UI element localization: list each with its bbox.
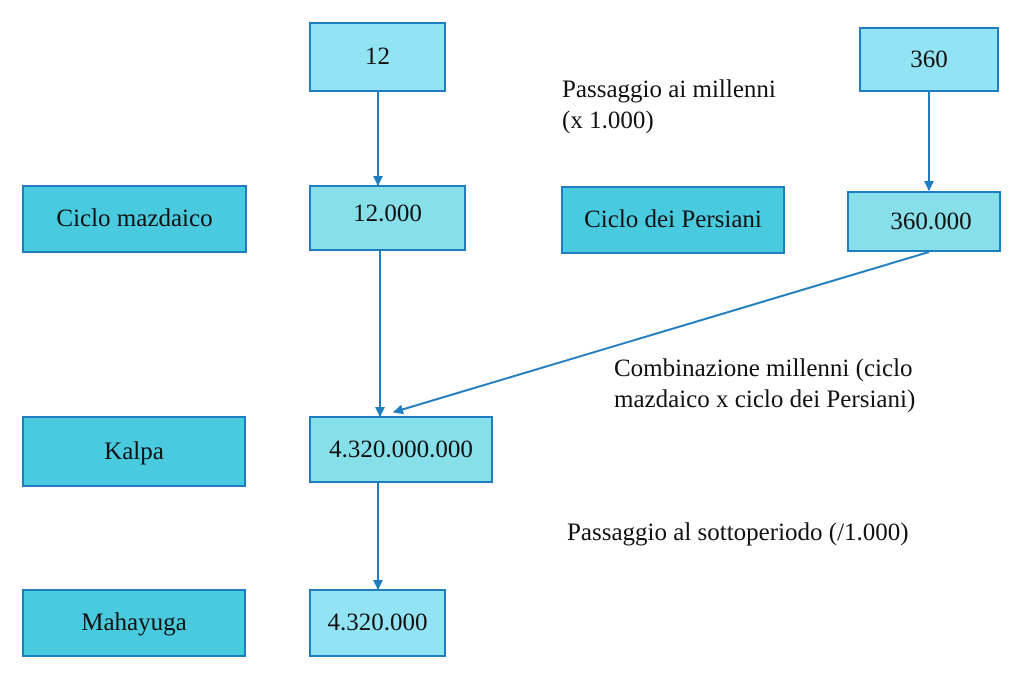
value-box-12: 12 [309,22,446,92]
label-mahayuga-text: Mahayuga [81,609,187,636]
label-ciclo-persiani-text: Ciclo dei Persiani [584,206,762,233]
label-box-kalpa: Kalpa [22,416,246,487]
value-box-kalpa: 4.320.000.000 [309,416,493,483]
value-box-360000: 360.000 [847,191,1001,252]
value-box-12000: 12.000 [309,185,466,251]
value-mahayuga-text: 4.320.000 [327,609,428,636]
label-kalpa-text: Kalpa [104,437,164,465]
value-12-text: 12 [365,43,390,70]
label-ciclo-mazdaico-text: Ciclo mazdaico [56,205,213,232]
value-12000-text: 12.000 [353,200,422,227]
arrow-360000-to-kalpa [393,251,930,415]
note-combinazione-line2: mazdaico x ciclo dei Persiani) [614,386,916,413]
note-millenni-line2: (x 1.000) [562,107,654,134]
label-box-ciclo-persiani: Ciclo dei Persiani [561,186,785,254]
value-box-360: 360 [859,27,999,92]
note-combinazione-millenni: Combinazione millenni (ciclo mazdaico x … [614,353,915,415]
label-box-ciclo-mazdaico: Ciclo mazdaico [22,185,247,253]
note-passaggio-millenni: Passaggio ai millenni (x 1.000) [562,74,776,136]
value-kalpa-text: 4.320.000.000 [329,435,473,463]
value-360-text: 360 [910,45,948,73]
note-millenni-line1: Passaggio ai millenni [562,76,776,103]
note-sottoperiodo-text: Passaggio al sottoperiodo (/1.000) [567,519,909,546]
note-passaggio-sottoperiodo: Passaggio al sottoperiodo (/1.000) [567,517,909,548]
note-combinazione-line1: Combinazione millenni (ciclo [614,355,913,382]
value-360000-text: 360.000 [890,207,972,235]
value-box-mahayuga: 4.320.000 [309,589,446,657]
label-box-mahayuga: Mahayuga [22,589,246,657]
